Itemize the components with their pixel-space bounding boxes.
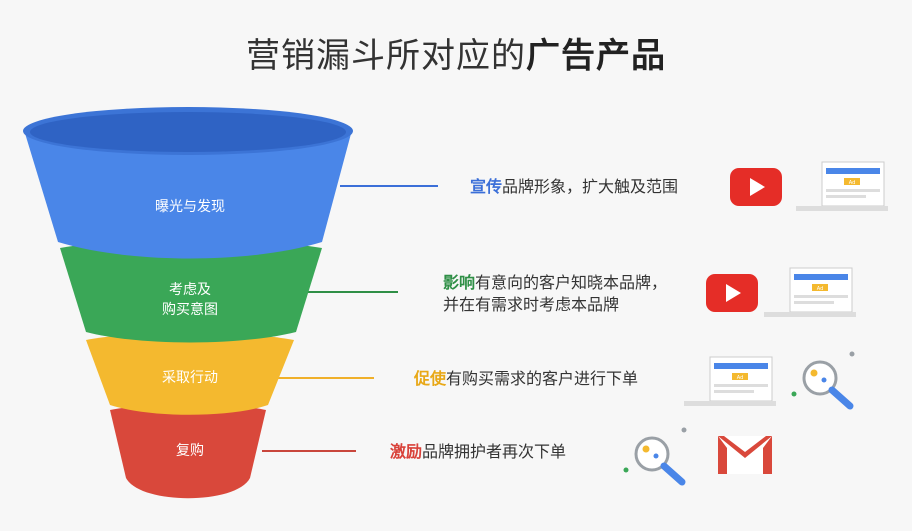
- desc-highlight-1: 宣传: [470, 177, 503, 196]
- desc-text-3: 有购买需求的客户进行下单: [446, 369, 639, 388]
- stage-label-4: 复购: [176, 443, 204, 459]
- youtube-icon: [706, 274, 758, 312]
- stage-label-3: 采取行动: [162, 370, 218, 386]
- desc-text-1: 品牌形象，扩大触及范围: [502, 177, 679, 196]
- title-prefix: 营销漏斗所对应的: [246, 36, 526, 76]
- stage-desc-3: 促使有购买需求的客户进行下单: [414, 368, 638, 390]
- stage-label-1: 曝光与发现: [155, 199, 225, 215]
- desc-text-2b: 并在有需求时考虑本品牌: [443, 295, 620, 314]
- stage-desc-4: 激励品牌拥护者再次下单: [390, 441, 566, 463]
- funnel-stage-1: [24, 130, 352, 259]
- ad-badge: Ad: [737, 375, 744, 381]
- funnel-stage-3: [86, 332, 294, 415]
- ad-badge: Ad: [817, 286, 824, 292]
- funnel-stage-4: [110, 404, 266, 499]
- stage-desc-1: 宣传品牌形象，扩大触及范围: [470, 176, 678, 198]
- funnel-stage-2: [60, 239, 322, 343]
- desc-text-2a: 有意向的客户知晓本品牌，: [475, 273, 668, 292]
- desc-text-4: 品牌拥护者再次下单: [422, 442, 567, 461]
- youtube-icon: [730, 168, 782, 206]
- desc-highlight-4: 激励: [390, 442, 423, 461]
- display-ad-icon: Ad: [764, 267, 856, 317]
- desc-highlight-2: 影响: [443, 273, 476, 292]
- page-title: 营销漏斗所对应的广告产品: [0, 28, 912, 77]
- desc-highlight-3: 促使: [414, 369, 447, 388]
- gmail-icon: [718, 436, 772, 474]
- title-highlight: 广告产品: [526, 36, 666, 76]
- funnel-rim-inner: [30, 112, 346, 152]
- stage-desc-2: 影响有意向的客户知晓本品牌， 并在有需求时考虑本品牌: [443, 272, 667, 316]
- search-icon: [791, 351, 855, 410]
- display-ad-icon: Ad: [796, 161, 888, 211]
- display-ad-icon: Ad: [684, 356, 776, 406]
- stage-label-2: 考虑及 购买意图: [162, 282, 218, 318]
- search-icon: [623, 427, 687, 486]
- ad-badge: Ad: [849, 180, 856, 186]
